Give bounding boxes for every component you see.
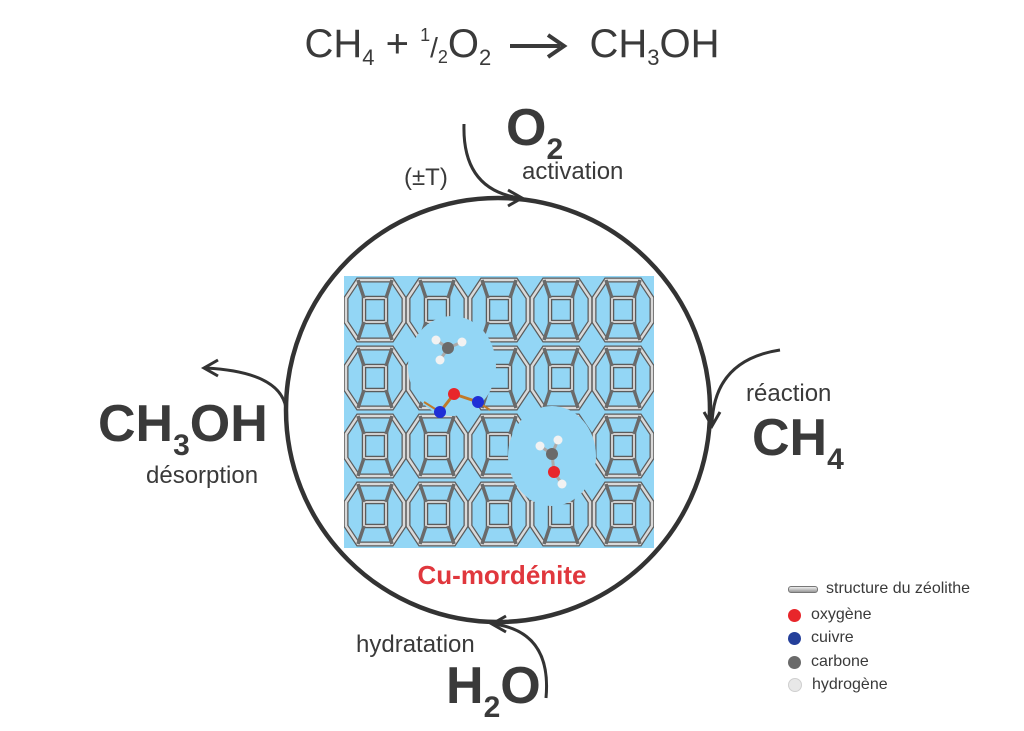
- eq-product-methanol: CH3OH: [589, 22, 720, 70]
- desorption-species: CH3OH: [98, 395, 268, 462]
- eq-fraction: 1/2: [420, 25, 448, 67]
- copper-atom: [434, 406, 446, 418]
- carbon-dot-icon: [788, 655, 801, 669]
- o2-entry-arrowhead-icon: [507, 188, 526, 208]
- copper-oxo-site: [423, 388, 491, 418]
- hydration-label: hydratation: [356, 631, 475, 658]
- hydration-species: H2O: [446, 657, 541, 724]
- h2o-entry-arrowhead-icon: [488, 614, 507, 634]
- hydrogen-dot-icon: [788, 678, 802, 692]
- oxygen-dot-icon: [788, 608, 801, 622]
- methanol-molecule: [535, 435, 567, 489]
- activation-condition: (±T): [404, 164, 448, 191]
- oxygen-atom: [448, 388, 460, 400]
- reaction-label: réaction: [746, 380, 832, 407]
- reaction-species: CH4: [752, 409, 844, 476]
- eq-plus: +: [385, 22, 409, 66]
- eq-reactant-methane: CH4: [304, 22, 375, 70]
- zeolite-structure-image: [344, 276, 654, 548]
- legend-item-copper: cuivre: [788, 629, 854, 647]
- ch3oh-exit-arrow: [205, 366, 288, 409]
- ch3oh-exit-arrowhead-icon: [200, 358, 219, 378]
- legend-item-carbon: carbone: [788, 653, 869, 671]
- legend-item-hydrogen: hydrogène: [788, 676, 888, 694]
- activation-species: O2: [506, 99, 564, 166]
- overall-equation: CH4 + 1/2O2 CH3OH: [0, 22, 1024, 71]
- reaction-arrow-icon: [510, 33, 568, 60]
- eq-reactant-oxygen: O2: [447, 22, 492, 70]
- o2-entry-arrow: [462, 123, 521, 200]
- legend-item-zeolite-structure: structure du zéolithe: [788, 580, 970, 598]
- copper-atom: [472, 396, 484, 408]
- desorption-label: désorption: [146, 462, 259, 489]
- ch4-entry-arrow: [710, 348, 781, 425]
- zeolite-bond-icon: [788, 585, 818, 593]
- legend-item-oxygen: oxygène: [788, 606, 872, 624]
- h2o-entry-arrow: [493, 622, 549, 699]
- methane-molecule: [431, 335, 467, 365]
- activation-label: activation: [522, 158, 624, 185]
- catalyst-label: Cu-mordénite: [417, 560, 587, 590]
- ch4-entry-arrowhead-icon: [702, 411, 722, 430]
- copper-dot-icon: [788, 631, 801, 645]
- mordenite-framework-illustration: [344, 276, 654, 548]
